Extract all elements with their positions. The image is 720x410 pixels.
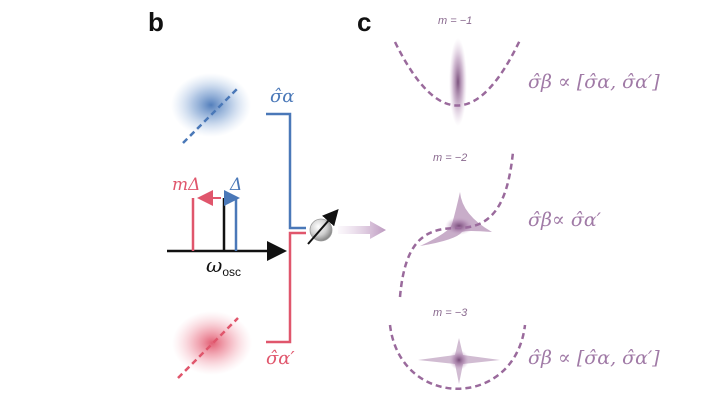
row3-formula: σ̂β ∝ [σ̂α, σ̂α′] xyxy=(528,347,660,369)
row3-m-label: m = −3 xyxy=(433,307,468,319)
spin-arrow xyxy=(307,208,339,245)
row3-wavefunction-core xyxy=(449,350,469,370)
red-wavepacket xyxy=(172,311,252,375)
row1-formula: σ̂β ∝ [σ̂α, σ̂α′] xyxy=(528,71,660,93)
alpha-signal-path xyxy=(266,112,306,230)
panel-label-c: c xyxy=(357,7,371,37)
row2-potential-curve xyxy=(398,151,515,298)
row1-m-label: m = −1 xyxy=(438,15,472,27)
transfer-arrow xyxy=(338,221,386,239)
red-dashed-axis xyxy=(177,317,239,379)
alpha-prime-signal-path xyxy=(266,231,306,344)
row3-potential-curve xyxy=(388,324,527,390)
panel-label-b: b xyxy=(148,7,164,37)
sigma-alpha-label: σ̂α xyxy=(270,86,294,107)
sigma-alpha-prime-label: σ̂α′ xyxy=(266,348,295,369)
delta-label: Δ xyxy=(229,175,242,195)
row2-formula: σ̂β∝ σ̂α′ xyxy=(528,209,602,231)
blue-dashed-axis xyxy=(182,87,239,144)
omega-axis-label: ωosc xyxy=(206,253,241,279)
row2-wavefunction-core xyxy=(445,217,473,235)
blue-wavepacket xyxy=(171,73,251,137)
m-delta-label: mΔ xyxy=(172,175,200,195)
row2-m-label: m = −2 xyxy=(433,152,467,164)
row1-potential-curve xyxy=(393,39,522,107)
row1-wavefunction xyxy=(449,38,467,126)
